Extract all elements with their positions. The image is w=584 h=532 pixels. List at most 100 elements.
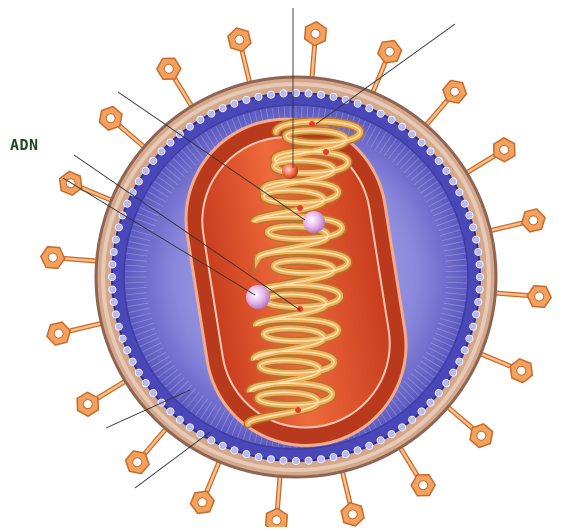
spike [157,58,194,110]
protein-sphere-1 [303,211,325,233]
membrane-bead [150,157,157,164]
membrane-bead [330,93,337,100]
membrane-bead [418,408,425,415]
spike [463,138,515,175]
membrane-bead [231,100,238,107]
spike [371,41,401,96]
spike [491,286,551,308]
membrane-bead [354,100,361,107]
membrane-bead [427,148,434,155]
membrane-bead [377,437,384,444]
membrane-bead [470,224,477,231]
red-dot-5 [295,407,301,413]
membrane-bead [366,442,373,449]
membrane-bead [167,408,174,415]
membrane-bead [466,335,473,342]
membrane-bead [443,380,450,387]
membrane-bead [112,236,119,243]
adn-label: ADN [10,136,39,154]
membrane-bead [292,457,299,464]
membrane-bead [243,451,250,458]
membrane-bead [450,178,457,185]
membrane-bead [450,369,457,376]
membrane-bead [435,390,442,397]
membrane-bead [388,431,395,438]
membrane-bead [267,456,274,463]
membrane-bead [119,335,126,342]
membrane-bead [109,286,116,293]
membrane-bead [476,261,483,268]
membrane-bead [399,123,406,130]
membrane-bead [366,105,373,112]
membrane-bead [305,90,312,97]
membrane-bead [109,261,116,268]
membrane-bead [255,454,262,461]
membrane-bead [219,105,226,112]
membrane-bead [476,286,483,293]
membrane-bead [409,131,416,138]
spike [47,322,105,345]
red-dot-3 [323,149,329,155]
membrane-bead [110,248,117,255]
membrane-bead [158,148,165,155]
membrane-bead [186,123,193,130]
membrane-bead [255,93,262,100]
membrane-bead [461,347,468,354]
spike [477,352,532,382]
membrane-bead [267,91,274,98]
spike [266,472,288,527]
membrane-bead [399,424,406,431]
membrane-bead [354,447,361,454]
membrane-bead [115,224,122,231]
membrane-bead [115,323,122,330]
membrane-bead [135,178,142,185]
membrane-bead [461,200,468,207]
membrane-bead [280,90,287,97]
membrane-bead [129,358,136,365]
membrane-bead [231,447,238,454]
membrane-bead [317,456,324,463]
membrane-bead [476,273,483,280]
membrane-bead [142,380,149,387]
membrane-bead [124,347,131,354]
membrane-bead [317,91,324,98]
spike [190,458,220,513]
membrane-bead [176,416,183,423]
membrane-bead [135,369,142,376]
membrane-bead [470,323,477,330]
membrane-bead [443,167,450,174]
membrane-bead [435,157,442,164]
membrane-bead [208,437,215,444]
membrane-bead [409,416,416,423]
membrane-bead [124,200,131,207]
spike [305,22,327,82]
membrane-bead [197,116,204,123]
membrane-bead [112,311,119,318]
membrane-bead [466,212,473,219]
spike [424,80,467,128]
spike [77,379,129,416]
spike [228,28,251,86]
spike [60,171,115,201]
membrane-bead [377,110,384,117]
membrane-bead [418,139,425,146]
red-dot-2 [297,205,303,211]
protein-sphere-2 [246,285,270,309]
membrane-bead [456,189,463,196]
membrane-bead [243,96,250,103]
membrane-bead [388,116,395,123]
membrane-bead [280,457,287,464]
membrane-bead [473,311,480,318]
membrane-bead [456,358,463,365]
membrane-bead [473,236,480,243]
membrane-bead [142,167,149,174]
membrane-bead [427,399,434,406]
membrane-bead [108,273,115,280]
membrane-bead [330,454,337,461]
membrane-bead [219,442,226,449]
spike [398,444,435,496]
membrane-bead [475,298,482,305]
membrane-bead [305,457,312,464]
